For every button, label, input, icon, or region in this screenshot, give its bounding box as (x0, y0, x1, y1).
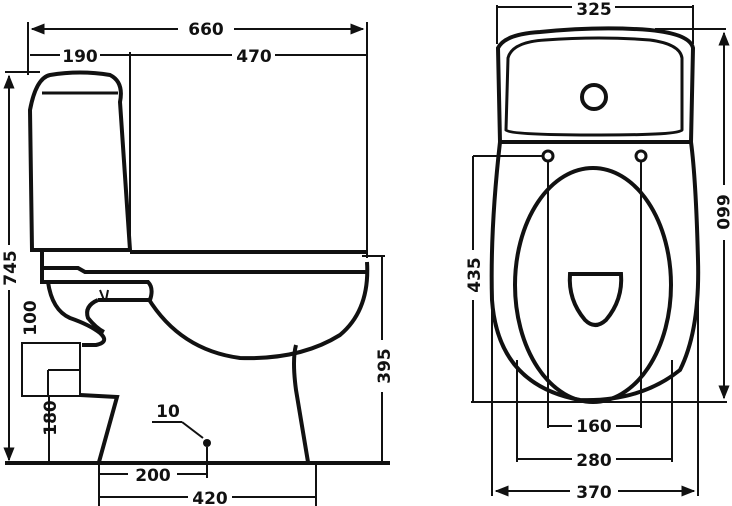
dim-label-280: 280 (576, 451, 612, 471)
dim-label-660: 660 (188, 20, 224, 40)
dim-label-190: 190 (62, 47, 98, 67)
cistern-lid-inner (504, 36, 684, 137)
dim-label-10: 10 (156, 402, 180, 422)
dimension-bowl-width: 370 (491, 300, 699, 503)
dimension-overall-height: 745 (1, 71, 40, 462)
outlet-box (21, 342, 81, 397)
hinge-right-icon (634, 149, 648, 163)
dimension-base: 200 420 (98, 463, 317, 506)
dim-label-745: 745 (1, 250, 21, 286)
dimension-seat-width: 280 (516, 360, 673, 471)
outlet-inner (47, 369, 80, 396)
dim-label-325: 325 (576, 0, 612, 20)
bowl-top-outline (489, 141, 701, 403)
dim-label-370: 370 (576, 483, 612, 503)
dimension-overall-depth: 660 (30, 20, 365, 40)
dim-label-435: 435 (465, 257, 485, 293)
dim-label-180: 180 (41, 400, 61, 436)
pedestal-front (292, 344, 310, 463)
fixing-hole-callout: 10 (152, 402, 211, 478)
dimension-cistern-width: 325 (496, 0, 694, 44)
seat-outline (513, 166, 673, 404)
hinge-left-icon (541, 149, 555, 163)
dim-label-100: 100 (21, 300, 41, 336)
pedestal-back (79, 393, 120, 463)
flush-button-icon (580, 83, 608, 111)
side-view: 660 190 470 745 (1, 20, 395, 506)
hinge-bolt (99, 289, 109, 301)
dim-label-395: 395 (375, 348, 395, 384)
dim-label-200: 200 (135, 466, 171, 486)
dim-label-160: 160 (576, 417, 612, 437)
dim-label-470: 470 (236, 47, 272, 67)
trap-inner (85, 298, 105, 334)
dimension-hinge-to-front: 435 (465, 155, 543, 402)
dim-label-660-top: 660 (712, 194, 732, 230)
top-view: 325 660 435 (465, 0, 732, 503)
dimension-cistern-bowl: 190 470 (30, 47, 366, 67)
trap-outline (46, 281, 107, 347)
dim-label-420: 420 (192, 489, 228, 506)
lid-bottom (40, 252, 367, 274)
cistern-top-outline (495, 26, 696, 144)
dimension-seat-height: 395 (362, 255, 395, 463)
bowl-outline (146, 261, 370, 361)
dimension-hinge-spacing: 160 (549, 417, 640, 437)
cistern-outline (27, 70, 133, 252)
dimension-top-depth: 660 (655, 28, 732, 400)
fixing-hole-icon (203, 439, 211, 447)
outlet-opening (567, 272, 624, 327)
